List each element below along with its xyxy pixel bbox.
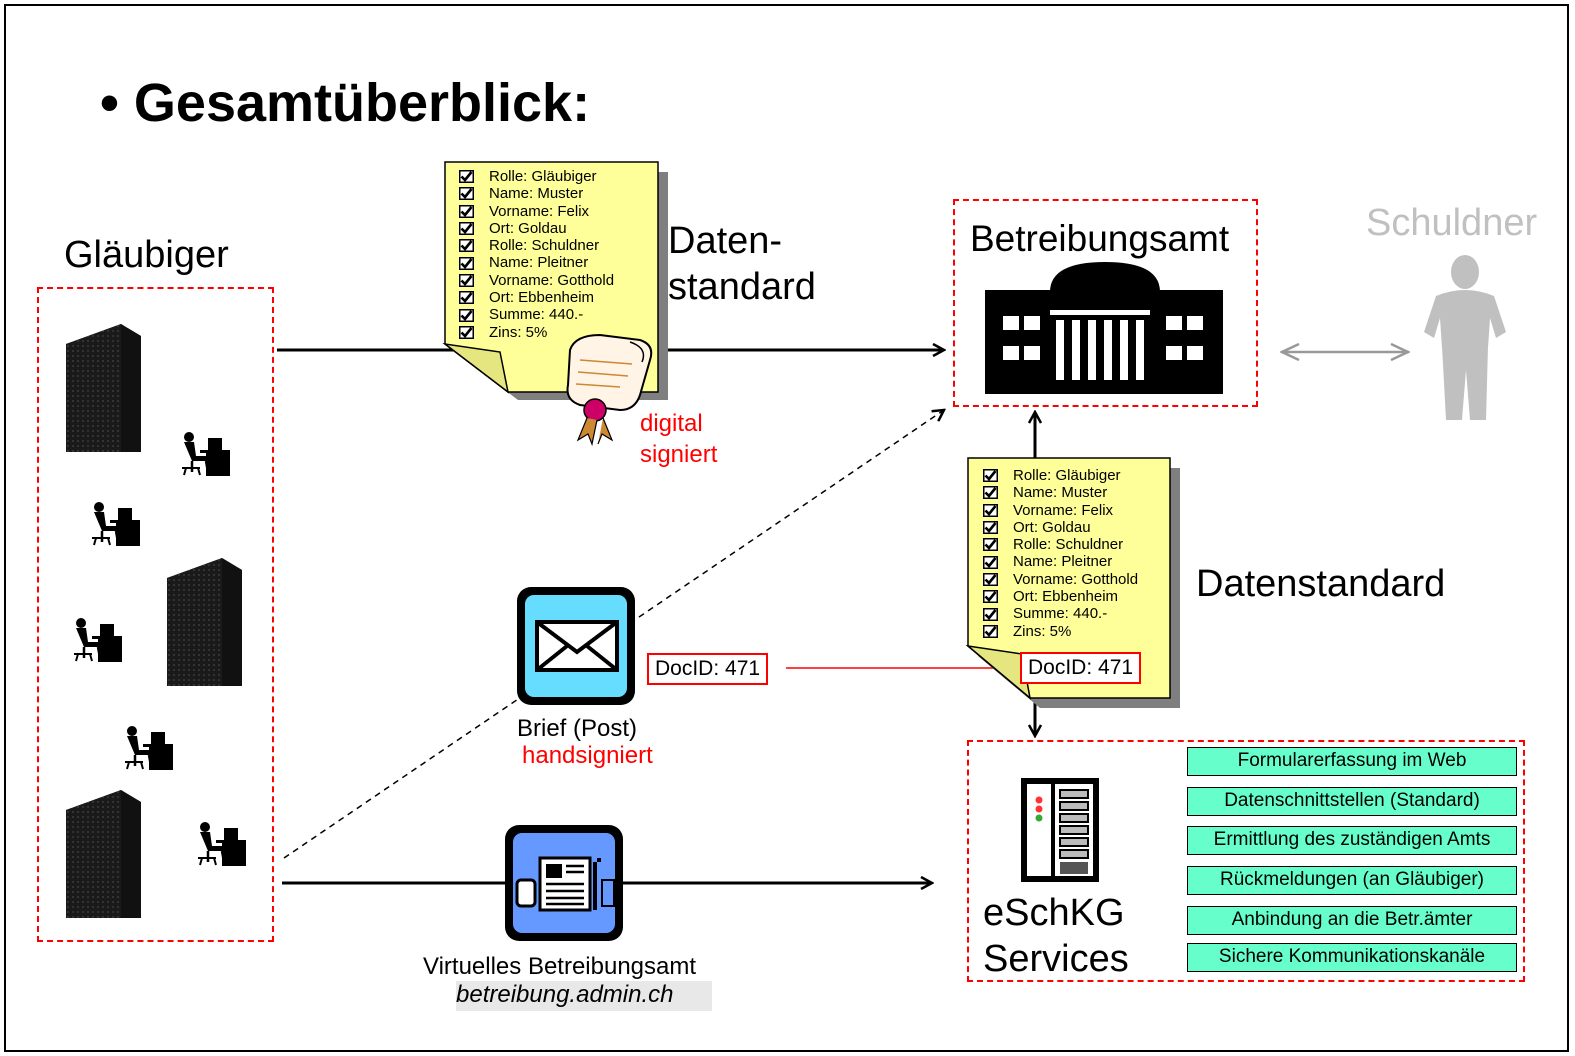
- document-field-row: Rolle: Gläubiger: [983, 467, 1138, 484]
- document-field-text: Name: Muster: [489, 185, 584, 203]
- service-rueckmeldungen: Rückmeldungen (an Gläubiger): [1187, 866, 1517, 895]
- document-field-row: Vorname: Gotthold: [459, 272, 614, 289]
- checkbox-icon: [459, 170, 474, 184]
- document-field-text: Name: Pleitner: [1013, 553, 1113, 571]
- checkbox-icon: [983, 555, 998, 569]
- document-field-row: Summe: 440.-: [983, 605, 1138, 622]
- document-field-text: Ort: Goldau: [489, 219, 567, 237]
- virtuelles-url-text[interactable]: betreibung.admin.ch: [456, 981, 674, 1008]
- checkbox-icon: [983, 607, 998, 621]
- document-field-row: Name: Muster: [983, 484, 1138, 501]
- glaeubiger-box: [37, 287, 274, 942]
- document-field-row: Name: Pleitner: [459, 254, 614, 271]
- document-field-row: Ort: Ebbenheim: [983, 588, 1138, 605]
- document-field-text: Zins: 5%: [489, 323, 548, 341]
- digital-signiert-label: digital signiert: [640, 410, 718, 468]
- document-field-row: Ort: Ebbenheim: [459, 289, 614, 306]
- document-field-row: Name: Pleitner: [983, 553, 1138, 570]
- docid-left: DocID: 471: [647, 653, 769, 685]
- checkbox-icon: [983, 624, 998, 638]
- document-field-text: Ort: Ebbenheim: [489, 289, 595, 307]
- document-field-text: Rolle: Schuldner: [489, 237, 600, 255]
- eschkg-box: [967, 740, 1525, 982]
- checkbox-icon: [459, 222, 474, 236]
- document-field-row: Vorname: Gotthold: [983, 571, 1138, 588]
- schuldner-label: Schuldner: [1366, 202, 1538, 244]
- checkbox-icon: [459, 273, 474, 287]
- document-field-row: Ort: Goldau: [983, 519, 1138, 536]
- document-field-text: Vorname: Gotthold: [489, 271, 615, 289]
- checkbox-icon: [983, 538, 998, 552]
- checkbox-icon: [459, 325, 474, 339]
- checkbox-icon: [983, 521, 998, 535]
- document-field-text: Rolle: Gläubiger: [489, 168, 597, 185]
- virtuelles-label: Virtuelles Betreibungsamt: [423, 953, 697, 980]
- document-field-row: Rolle: Schuldner: [983, 536, 1138, 553]
- handsigniert-label: handsigniert: [522, 742, 653, 769]
- document-field-row: Summe: 440.-: [459, 306, 614, 323]
- service-kommunikationskanaele: Sichere Kommunikationskanäle: [1187, 943, 1517, 972]
- service-datenschnittstellen: Datenschnittstellen (Standard): [1187, 787, 1517, 816]
- checkbox-icon: [983, 486, 998, 500]
- document-field-text: Rolle: Schuldner: [1013, 536, 1124, 554]
- betreibungsamt-box: [953, 199, 1258, 407]
- document-field-text: Vorname: Gotthold: [1013, 570, 1139, 588]
- document-field-text: Vorname: Felix: [489, 202, 590, 220]
- slide-title: • Gesamtüberblick:: [100, 73, 591, 133]
- document-field-text: Name: Pleitner: [489, 254, 589, 272]
- checkbox-icon: [459, 291, 474, 305]
- service-anbindung: Anbindung an die Betr.ämter: [1187, 906, 1517, 935]
- document-field-row: Rolle: Schuldner: [459, 237, 614, 254]
- checkbox-icon: [459, 239, 474, 253]
- document-field-text: Summe: 440.-: [1013, 605, 1108, 623]
- glaeubiger-label: Gläubiger: [64, 234, 229, 276]
- checkbox-icon: [459, 256, 474, 270]
- document-field-row: Vorname: Felix: [983, 502, 1138, 519]
- checkbox-icon: [983, 503, 998, 517]
- brief-label: Brief (Post): [517, 715, 638, 742]
- document-field-text: Name: Muster: [1013, 484, 1108, 502]
- checkbox-icon: [459, 308, 474, 322]
- document-field-text: Rolle: Gläubiger: [1013, 467, 1121, 484]
- checkbox-icon: [983, 469, 998, 483]
- slide-frame: [4, 4, 1569, 1052]
- docid-right: DocID: 471: [1020, 652, 1142, 684]
- document-field-row: Rolle: Gläubiger: [459, 168, 614, 185]
- document-field-row: Ort: Goldau: [459, 220, 614, 237]
- document-field-row: Zins: 5%: [459, 324, 614, 341]
- document-field-text: Vorname: Felix: [1013, 501, 1114, 519]
- document-field-row: Vorname: Felix: [459, 203, 614, 220]
- betreibungsamt-label: Betreibungsamt: [970, 218, 1230, 259]
- document-field-text: Ort: Ebbenheim: [1013, 588, 1119, 606]
- service-ermittlung-amt: Ermittlung des zuständigen Amts: [1187, 826, 1517, 855]
- checkbox-icon: [983, 590, 998, 604]
- datenstandard-top-label: Daten- standard: [668, 220, 816, 308]
- checkbox-icon: [459, 204, 474, 218]
- document-field-text: Zins: 5%: [1013, 622, 1072, 640]
- document-field-text: Summe: 440.-: [489, 306, 584, 324]
- document-field-row: Name: Muster: [459, 185, 614, 202]
- document-field-row: Zins: 5%: [983, 623, 1138, 640]
- service-formularerfassung: Formularerfassung im Web: [1187, 747, 1517, 776]
- checkbox-icon: [983, 572, 998, 586]
- datenstandard-right-label: Datenstandard: [1196, 563, 1446, 605]
- eschkg-label: eSchKG Services: [983, 892, 1129, 980]
- document-field-text: Ort: Goldau: [1013, 518, 1091, 536]
- virtuelles-url[interactable]: betreibung.admin.ch: [456, 981, 712, 1011]
- checkbox-icon: [459, 187, 474, 201]
